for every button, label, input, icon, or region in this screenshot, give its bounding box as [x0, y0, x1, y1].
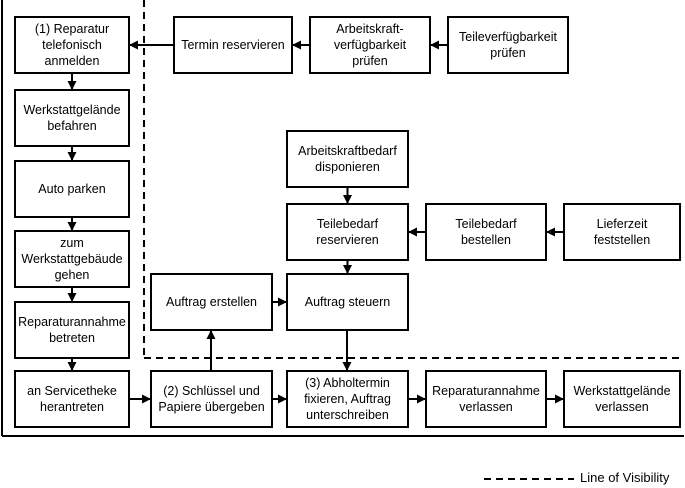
process-node-n12: Lieferzeit feststellen [563, 203, 681, 261]
process-node-n18: Reparaturannahme verlassen [425, 370, 547, 428]
zone-lines [1, 0, 684, 437]
process-node-n8: Reparaturannahme betreten [14, 301, 130, 359]
process-node-n13: Auftrag erstellen [150, 273, 273, 331]
process-node-n14: Auftrag steuern [286, 273, 409, 331]
process-node-n17: (3) Abholtermin fixieren, Auftrag unters… [286, 370, 409, 428]
legend-label: Line of Visibility [580, 470, 670, 485]
process-node-n10: Teilebedarf reservieren [286, 203, 409, 261]
process-node-n9: Arbeitskraftbedarf disponieren [286, 130, 409, 188]
process-node-n1: (1) Reparatur telefonisch anmelden [14, 16, 130, 74]
process-node-n16: (2) Schlüssel und Papiere übergeben [150, 370, 273, 428]
legend-dash-sample [484, 478, 574, 480]
process-node-n2: Termin reservieren [173, 16, 293, 74]
process-node-n7: zum Werkstattgebäude gehen [14, 230, 130, 288]
process-node-n4: Teileverfügbarkeit prüfen [447, 16, 569, 74]
process-node-n5: Werkstattgelände befahren [14, 89, 130, 147]
process-node-n19: Werkstattgelände verlassen [563, 370, 681, 428]
process-node-n15: an Servicetheke herantreten [14, 370, 130, 428]
process-node-n6: Auto parken [14, 160, 130, 218]
process-node-n3: Arbeitskraft- verfügbarkeit prüfen [309, 16, 431, 74]
legend: Line of Visibility [480, 469, 680, 487]
process-node-n11: Teilebedarf bestellen [425, 203, 547, 261]
edges-layer [67, 40, 564, 404]
